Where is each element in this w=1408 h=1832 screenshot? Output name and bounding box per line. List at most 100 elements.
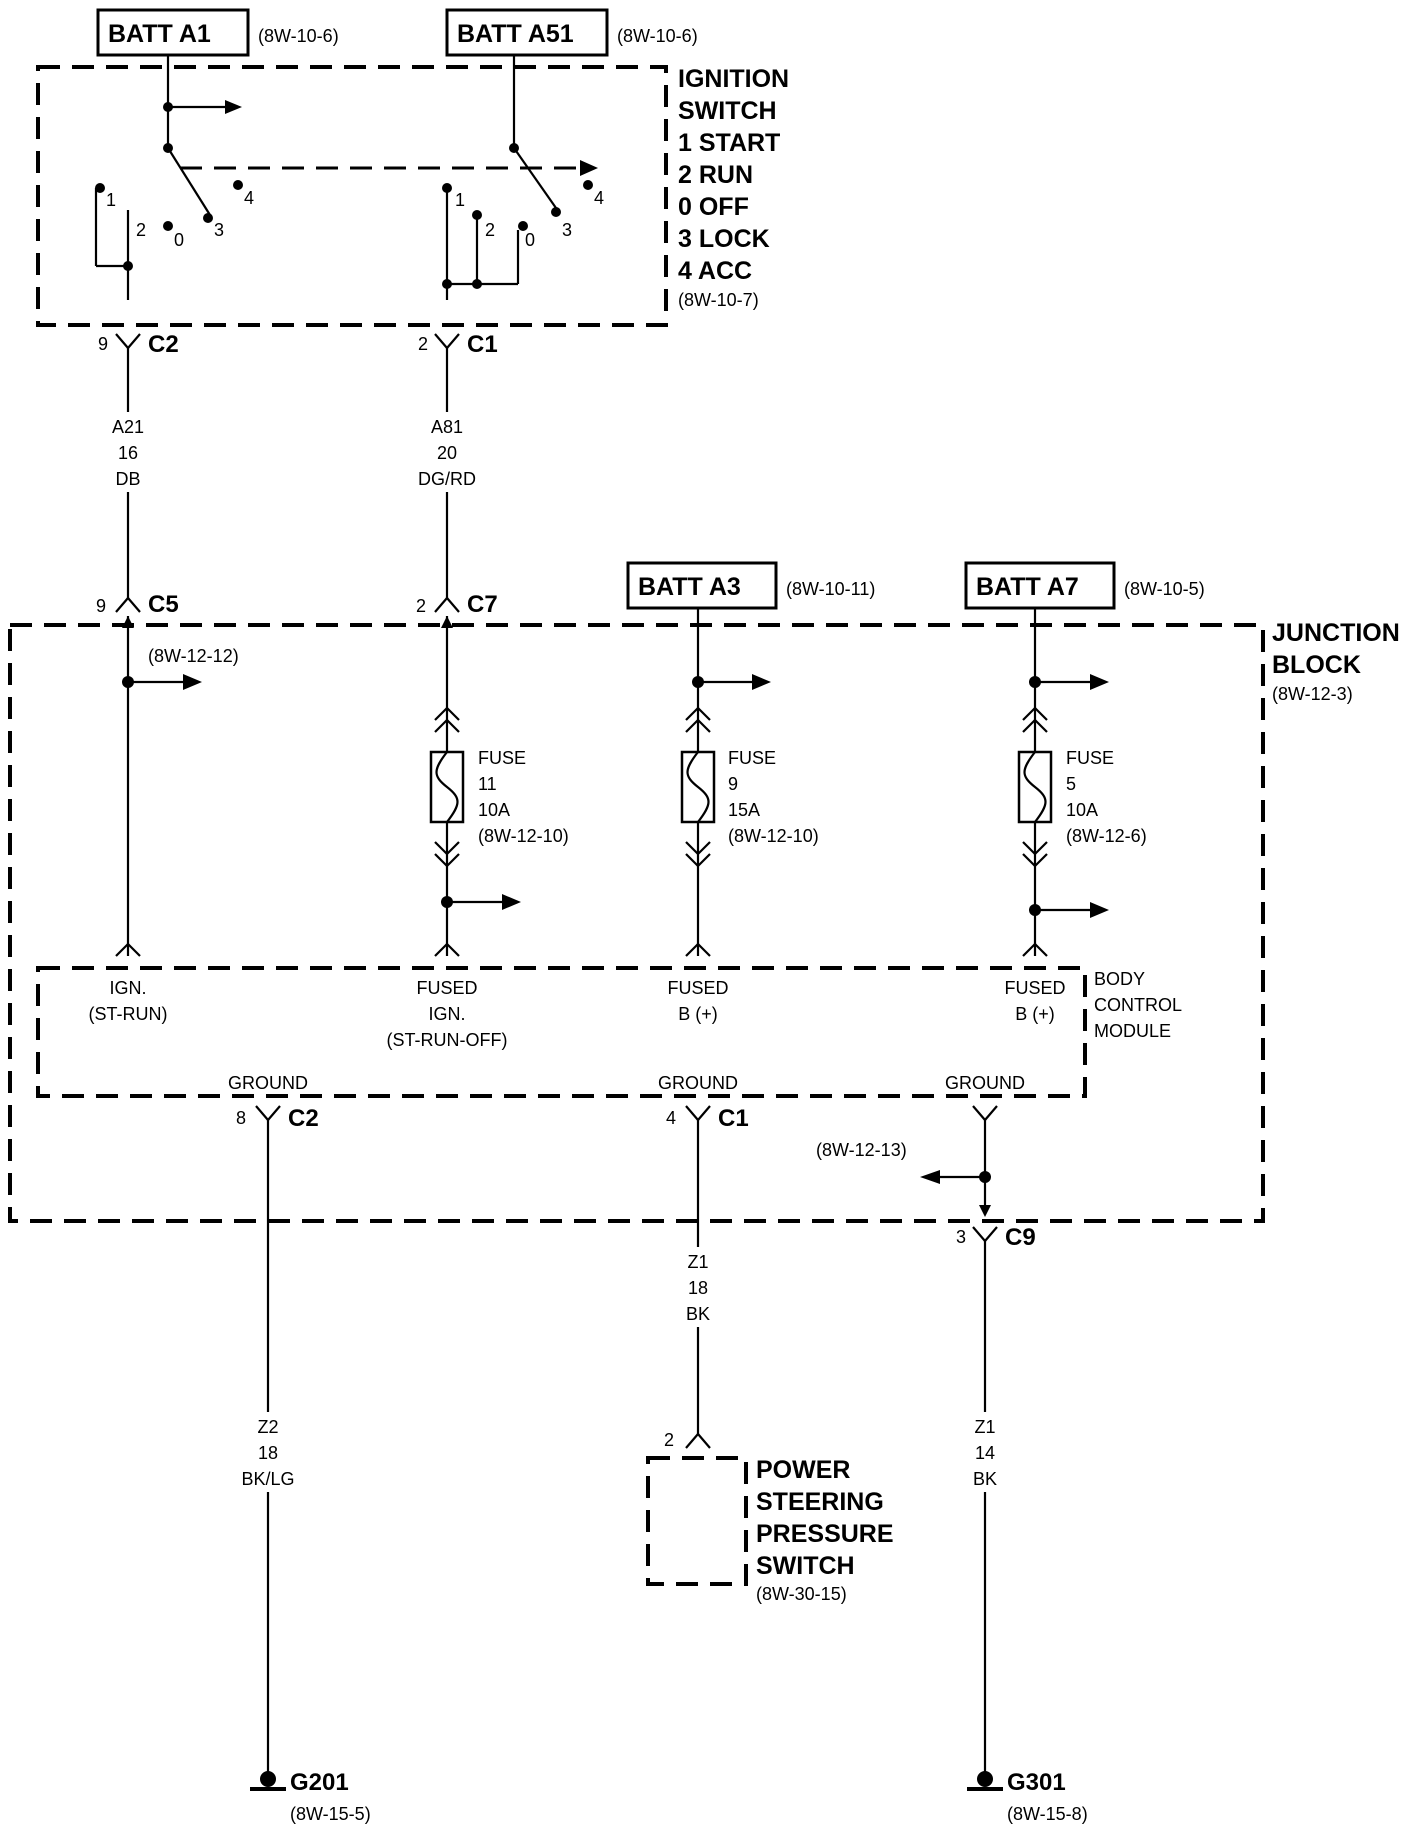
fuse-5-line-1: 5 <box>1066 774 1076 794</box>
ign-switch-line-5: 3 LOCK <box>678 225 770 253</box>
bcm-input-fused-b2-line-0: FUSED <box>1004 978 1065 998</box>
batt-a1-ref: (8W-10-6) <box>258 26 339 46</box>
connector-jb-c9: 3 C9 <box>956 1224 1036 1251</box>
ignition-switch: 1 2 0 3 4 1 2 0 3 4 IGNITION SWITCH 1 ST… <box>36 55 789 327</box>
junction-block-ref: (8W-12-3) <box>1272 684 1353 704</box>
wire-z2-line-1: 18 <box>258 1443 278 1463</box>
switch-pos-3-left: 3 <box>214 220 224 240</box>
ground-g301: G301 (8W-15-8) <box>967 1769 1088 1824</box>
wire-z1-14-line-0: Z1 <box>974 1417 995 1437</box>
jb-c5-pin: 9 <box>96 596 106 616</box>
switch-c1-pin: 2 <box>418 334 428 354</box>
fuse-9-line-0: FUSE <box>728 748 776 768</box>
switch-pos-2-right: 2 <box>485 220 495 240</box>
switch-pos-1-left: 1 <box>106 190 116 210</box>
ign-switch-ref: (8W-10-7) <box>678 290 759 310</box>
batt-a3-ref: (8W-10-11) <box>786 579 875 599</box>
ground-g201: G201 (8W-15-5) <box>250 1769 371 1824</box>
bcm-ground-1: GROUND <box>228 1073 308 1093</box>
ign-switch-line-3: 2 RUN <box>678 161 753 189</box>
batt-a1-label: BATT A1 <box>108 20 211 48</box>
fuse-5-line-0: FUSE <box>1066 748 1114 768</box>
fuse-9-line-1: 9 <box>728 774 738 794</box>
bcm-input-fused-ign-line-1: IGN. <box>428 1004 465 1024</box>
fuse-11: FUSE 11 10A (8W-12-10) <box>429 706 569 868</box>
jb-c5-ref: (8W-12-12) <box>148 646 239 666</box>
jb-c9-pin: 3 <box>956 1227 966 1247</box>
jb-c9-name: C9 <box>1005 1224 1036 1251</box>
bcm-line-2: MODULE <box>1094 1021 1171 1041</box>
junction-block-line-1: BLOCK <box>1272 651 1361 679</box>
bcm-c1-pin: 4 <box>666 1108 676 1128</box>
g201-ref: (8W-15-5) <box>290 1804 371 1824</box>
body-control-module: BODY CONTROL MODULE IGN. (ST-RUN) FUSED … <box>36 966 1182 1098</box>
connector-switch-c1: 2 C1 <box>418 331 498 358</box>
bcm-c2-pin: 8 <box>236 1108 246 1128</box>
jb-ground-ref: (8W-12-13) <box>816 1140 907 1160</box>
ign-switch-line-4: 0 OFF <box>678 193 749 221</box>
junction-block: JUNCTION BLOCK (8W-12-3) (8W-12-12) <box>8 619 1400 1223</box>
bcm-input-fused-b1-line-1: B (+) <box>678 1004 718 1024</box>
wire-z1-18-line-0: Z1 <box>687 1252 708 1272</box>
fuse-9: FUSE 9 15A (8W-12-10) <box>680 706 819 868</box>
wire-label-a21: A21 16 DB <box>112 417 144 489</box>
batt-a7: BATT A7 (8W-10-5) <box>964 561 1205 610</box>
switch-pos-2-left: 2 <box>136 220 146 240</box>
g301-label: G301 <box>1007 1769 1066 1796</box>
ground-symbol-icon <box>250 1771 286 1791</box>
bcm-ground-3: GROUND <box>945 1073 1025 1093</box>
batt-a51: BATT A51 (8W-10-6) <box>445 8 698 57</box>
bcm-c1-name: C1 <box>718 1105 749 1132</box>
jb-c7-name: C7 <box>467 591 498 618</box>
jb-c5-name: C5 <box>148 591 179 618</box>
switch-pos-4-right: 4 <box>594 188 604 208</box>
wire-label-z1-18: Z1 18 BK <box>686 1252 710 1324</box>
fuse-5-line-2: 10A <box>1066 800 1098 820</box>
wire-a81-line-1: 20 <box>437 443 457 463</box>
wire-a21-line-1: 16 <box>118 443 138 463</box>
connector-switch-c2: 9 C2 <box>98 331 179 358</box>
ps-switch-line-0: POWER <box>756 1456 850 1484</box>
switch-pos-0-left: 0 <box>174 230 184 250</box>
bcm-line-0: BODY <box>1094 969 1145 989</box>
wire-z1-14-line-1: 14 <box>975 1443 995 1463</box>
batt-a51-ref: (8W-10-6) <box>617 26 698 46</box>
jb-c7-pin: 2 <box>416 596 426 616</box>
batt-a7-ref: (8W-10-5) <box>1124 579 1205 599</box>
bcm-input-ign-line-1: (ST-RUN) <box>89 1004 168 1024</box>
wire-a81-line-2: DG/RD <box>418 469 476 489</box>
fuse-5: FUSE 5 10A (8W-12-6) <box>1017 706 1147 868</box>
switch-c2-name: C2 <box>148 331 179 358</box>
wire-z2-line-0: Z2 <box>257 1417 278 1437</box>
ign-switch-line-6: 4 ACC <box>678 257 752 285</box>
fuse-9-line-3: (8W-12-10) <box>728 826 819 846</box>
ps-pin: 2 <box>664 1430 674 1450</box>
batt-a3: BATT A3 (8W-10-11) <box>626 561 875 610</box>
wire-z1-18-line-1: 18 <box>688 1278 708 1298</box>
junction-block-line-0: JUNCTION <box>1272 619 1400 647</box>
bcm-c2-name: C2 <box>288 1105 319 1132</box>
batt-a3-label: BATT A3 <box>638 573 741 601</box>
fuse-11-line-3: (8W-12-10) <box>478 826 569 846</box>
switch-pos-4-left: 4 <box>244 188 254 208</box>
batt-a51-label: BATT A51 <box>457 20 574 48</box>
batt-a1: BATT A1 (8W-10-6) <box>96 8 339 57</box>
connector-jb-c5: 9 C5 <box>96 591 179 618</box>
ign-switch-line-0: IGNITION <box>678 65 789 93</box>
ps-switch-ref: (8W-30-15) <box>756 1584 847 1604</box>
switch-c1-name: C1 <box>467 331 498 358</box>
ign-switch-line-1: SWITCH <box>678 97 777 125</box>
switch-c2-pin: 9 <box>98 334 108 354</box>
fuse-5-line-3: (8W-12-6) <box>1066 826 1147 846</box>
wire-a21-line-0: A21 <box>112 417 144 437</box>
wire-z1-14-line-2: BK <box>973 1469 997 1489</box>
power-steering-pressure-switch: POWER STEERING PRESSURE SWITCH (8W-30-15… <box>646 1456 894 1604</box>
fuse-11-line-1: 11 <box>478 774 497 794</box>
fuse-11-line-2: 10A <box>478 800 510 820</box>
ps-switch-line-1: STEERING <box>756 1488 884 1516</box>
ps-switch-line-2: PRESSURE <box>756 1520 894 1548</box>
bcm-input-fused-ign-line-2: (ST-RUN-OFF) <box>387 1030 508 1050</box>
ps-switch-line-3: SWITCH <box>756 1552 855 1580</box>
wire-z2-line-2: BK/LG <box>241 1469 294 1489</box>
